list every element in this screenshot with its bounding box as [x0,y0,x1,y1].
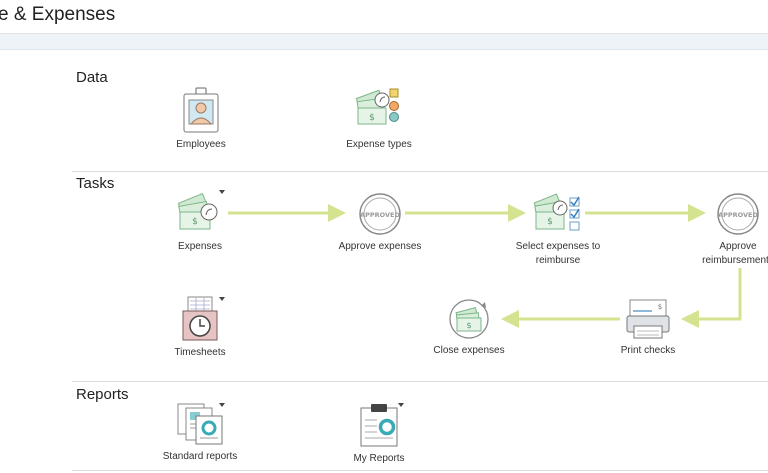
expenses-item[interactable]: $ Expenses [130,190,270,254]
item-label: Select expenses to reimburse [515,241,601,266]
clipboard-report-icon [360,404,398,447]
expense-types-item[interactable]: $ Expense types [309,84,449,152]
dropdown-caret-icon[interactable] [219,297,225,301]
stamp-text: APPROVED [718,211,758,219]
item-label: Expense types [346,139,412,150]
item-label: Print checks [620,345,676,356]
item-label: Standard reports [162,451,238,462]
item-label: Employees [176,139,226,150]
employees-item[interactable]: Employees [131,86,271,152]
section-divider [72,470,768,471]
item-label: Approve expenses [338,241,422,252]
section-title-tasks: Tasks [76,175,115,192]
title-bar: e & Expenses [0,0,768,34]
item-label: Timesheets [174,347,226,358]
svg-text:$: $ [466,321,471,330]
page-title: e & Expenses [0,4,116,25]
section-title-data: Data [76,69,108,86]
standard-reports-icon [177,403,223,445]
dropdown-caret-icon[interactable] [398,403,404,407]
select-expenses-icon: $ [533,193,580,231]
expenses-money-icon: $ [177,192,218,230]
printer-check-icon: $ [626,299,670,339]
print-checks-item[interactable]: $ Print checks [578,298,718,358]
svg-text:$: $ [547,217,553,227]
item-label: Approve reimbursements [702,241,768,266]
approved-stamp-icon: APPROVED [359,193,401,235]
dropdown-caret-icon[interactable] [219,190,225,194]
employee-badge-icon [183,87,219,133]
timesheet-clock-icon [182,296,218,341]
close-expenses-icon: $ [449,299,489,339]
section-divider [72,381,768,382]
expense-types-icon: $ [355,88,399,125]
section-title-reports: Reports [76,386,129,403]
svg-text:$: $ [369,113,375,123]
header-strip [0,34,768,50]
timesheets-item[interactable]: Timesheets [130,296,270,360]
standard-reports-item[interactable]: Standard reports [130,402,270,464]
svg-text:$: $ [192,217,198,227]
close-expenses-item[interactable]: $ Close expenses [399,298,539,358]
item-label: My Reports [353,453,405,464]
approve-reimbursements-item[interactable]: APPROVED Approve reimbursements [668,192,768,268]
dropdown-caret-icon[interactable] [219,403,225,407]
item-label: Expenses [178,241,222,252]
item-label: Close expenses [433,345,505,356]
section-divider [72,171,768,172]
approve-expenses-item[interactable]: APPROVED Approve expenses [310,192,450,254]
svg-text:$: $ [658,303,662,311]
approved-stamp-icon: APPROVED [717,193,759,235]
select-expenses-item[interactable]: $ Select expenses to reimburse [488,190,628,268]
my-reports-item[interactable]: My Reports [309,402,449,466]
stamp-text: APPROVED [360,211,400,219]
